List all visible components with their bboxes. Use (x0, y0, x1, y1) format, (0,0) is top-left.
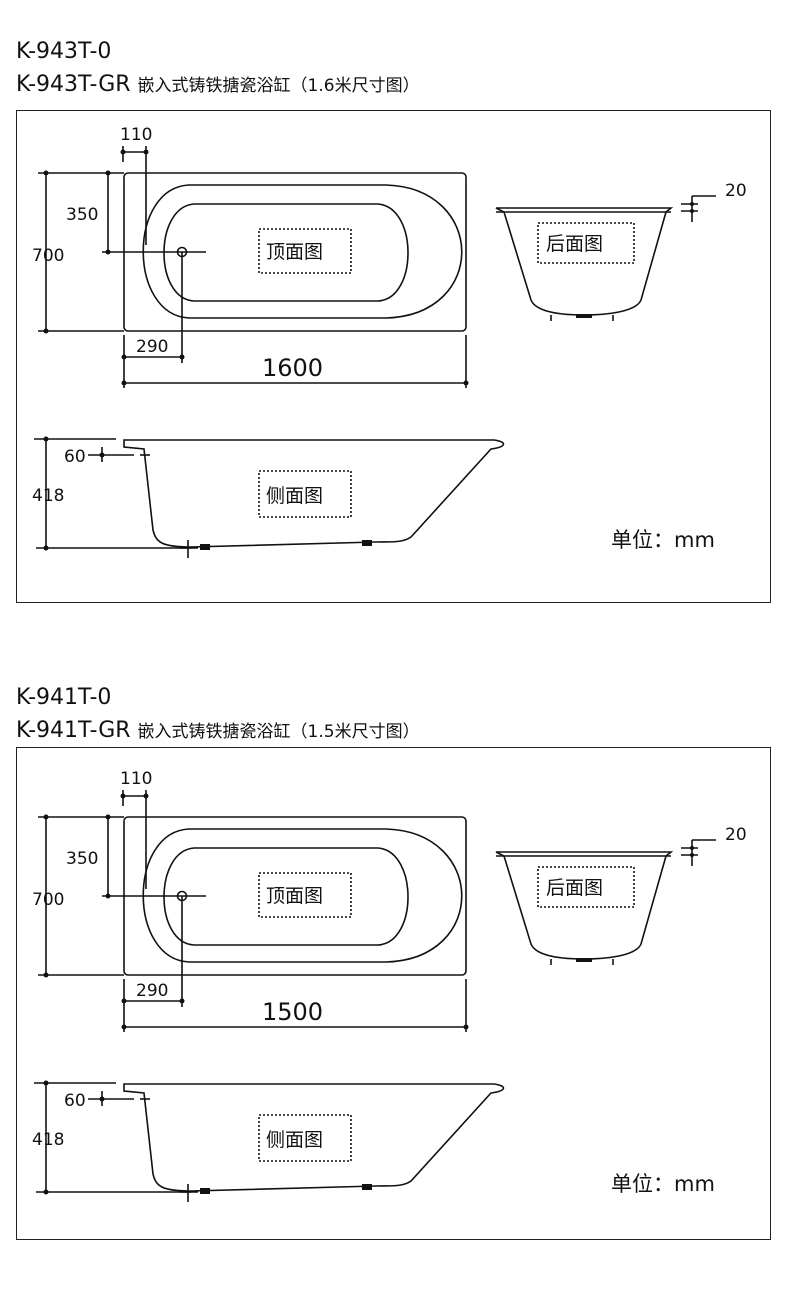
dim-20: 20 (725, 825, 747, 845)
back-view-label: 后面图 (546, 877, 603, 899)
model-code-b-text: K-941T-GR (16, 718, 131, 743)
side-view-label-box (258, 1114, 352, 1162)
dim-60: 60 (64, 1091, 86, 1111)
spec-section-2: K-941T-0 K-941T-GR 嵌入式铸铁搪瓷浴缸（1.5米尺寸图） (0, 646, 790, 1286)
spec-section-1: K-943T-0 K-943T-GR 嵌入式铸铁搪瓷浴缸（1.6米尺寸图） (0, 0, 790, 640)
dim-60: 60 (64, 447, 86, 467)
unit-label: 单位：mm (611, 528, 715, 552)
drawing-frame: 110 350 700 290 1600 20 60 418 顶面图 后面图 侧… (16, 110, 771, 603)
back-view-label-box (537, 222, 635, 264)
dim-350: 350 (66, 205, 98, 225)
side-view-label-box (258, 470, 352, 518)
dim-110: 110 (120, 125, 152, 145)
dim-length: 1500 (262, 998, 323, 1026)
dim-290: 290 (136, 337, 168, 357)
dim-length: 1600 (262, 354, 323, 382)
top-view-label: 顶面图 (266, 241, 323, 263)
dim-110: 110 (120, 769, 152, 789)
dim-350: 350 (66, 849, 98, 869)
side-view-label: 侧面图 (266, 485, 323, 507)
back-view-outline (495, 851, 674, 960)
dim-700: 700 (32, 246, 64, 266)
unit-label: 单位：mm (611, 1172, 715, 1196)
model-code-b: K-941T-GR 嵌入式铸铁搪瓷浴缸（1.5米尺寸图） (16, 719, 420, 744)
drawing-frame: 110 350 700 290 1500 20 60 418 顶面图 后面图 侧… (16, 747, 771, 1240)
dim-20: 20 (725, 181, 747, 201)
top-view-basin-inner (163, 203, 409, 302)
top-view-label-box (258, 872, 352, 918)
back-view-label: 后面图 (546, 233, 603, 255)
dim-418: 418 (32, 1130, 64, 1150)
dim-700: 700 (32, 890, 64, 910)
top-view-label-box (258, 228, 352, 274)
model-code-b: K-943T-GR 嵌入式铸铁搪瓷浴缸（1.6米尺寸图） (16, 73, 420, 98)
top-view-basin-inner (163, 847, 409, 946)
dim-418: 418 (32, 486, 64, 506)
model-code-a: K-941T-0 (16, 685, 112, 710)
technical-drawing: 110 350 700 290 1600 20 60 418 顶面图 后面图 侧… (32, 125, 747, 558)
back-view-label-box (537, 866, 635, 908)
technical-drawing: 110 350 700 290 1500 20 60 418 顶面图 后面图 侧… (32, 769, 747, 1202)
side-view-outline (123, 439, 505, 548)
back-view-outline (495, 207, 674, 316)
model-code-a: K-943T-0 (16, 39, 112, 64)
top-view-label: 顶面图 (266, 885, 323, 907)
side-view-label: 侧面图 (266, 1129, 323, 1151)
model-code-b-text: K-943T-GR (16, 72, 131, 97)
product-description: 嵌入式铸铁搪瓷浴缸（1.6米尺寸图） (137, 76, 420, 96)
product-description: 嵌入式铸铁搪瓷浴缸（1.5米尺寸图） (137, 722, 420, 742)
side-view-outline (123, 1083, 505, 1192)
dim-290: 290 (136, 981, 168, 1001)
